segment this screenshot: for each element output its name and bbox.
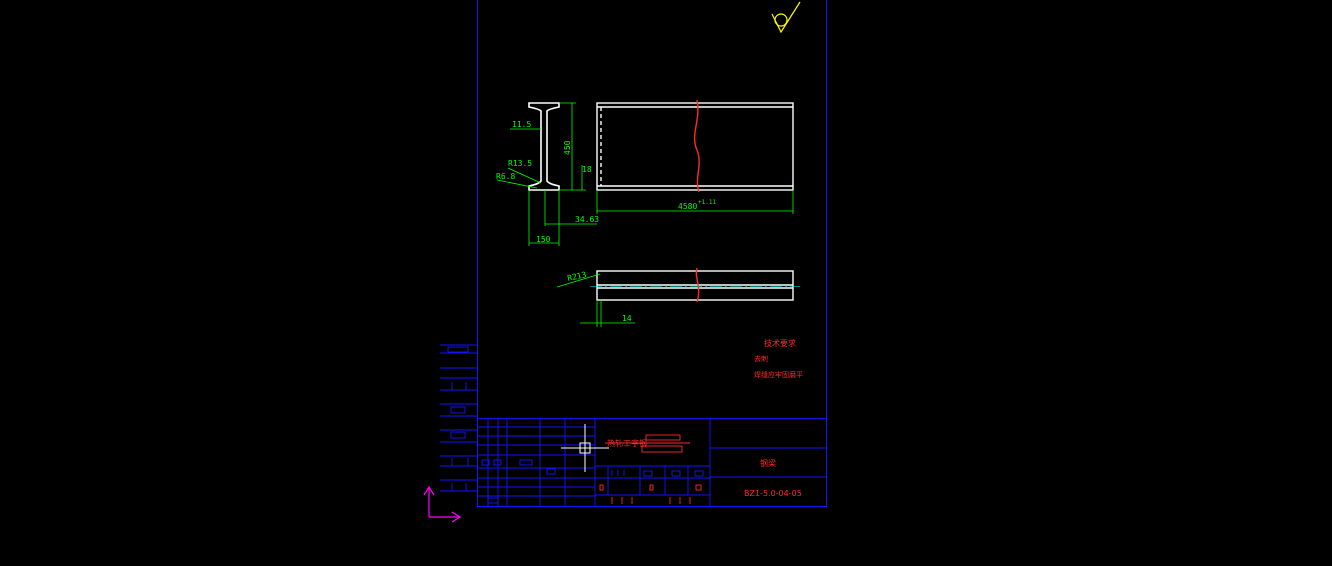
dim-length: 4580 — [678, 202, 697, 211]
sheet-border — [477, 0, 827, 507]
surface-roughness-icon — [771, 1, 801, 34]
beam-top-view: R213 14 — [556, 267, 800, 327]
dim-web-thickness: 11.5 — [512, 120, 531, 129]
drawing-number: BZ1-5.0-04-05 — [744, 489, 802, 498]
dim-length-tolerance: +1.11 — [698, 199, 716, 206]
break-line — [693, 99, 700, 193]
tech-notes-line2: 焊缝应牢固磨平 — [754, 370, 803, 379]
dim-height: 450 — [563, 140, 572, 155]
material-label: 热轧工字钢 — [607, 438, 647, 448]
crosshair-cursor-icon — [561, 424, 609, 472]
title-block — [477, 418, 827, 507]
dim-toe-radius: R6.8 — [496, 172, 515, 181]
dim-end-offset: 14 — [622, 314, 632, 323]
beam-side-view: 4580 +1.11 — [596, 99, 794, 214]
title-block-red-marks — [599, 434, 702, 504]
dim-flange-width: 150 — [536, 235, 551, 244]
ibeam-section-view: 11.5 450 R13.5 R6.8 18 34.63 150 — [496, 102, 599, 246]
dim-bend-radius: R213 — [567, 270, 588, 283]
dim-offset: 34.63 — [575, 215, 599, 224]
part-name: 钢梁 — [760, 458, 776, 468]
ucs-axis-icon — [423, 485, 462, 523]
dim-flange-thickness: 18 — [582, 165, 592, 174]
revision-column — [440, 344, 477, 492]
tech-notes-title: 技术要求 — [764, 338, 796, 348]
title-block-blue-ticks — [611, 470, 625, 476]
technical-notes: 技术要求 去刺 焊缝应牢固磨平 — [754, 338, 803, 379]
dim-root-radius: R13.5 — [508, 159, 532, 168]
tech-notes-line1: 去刺 — [754, 354, 768, 363]
